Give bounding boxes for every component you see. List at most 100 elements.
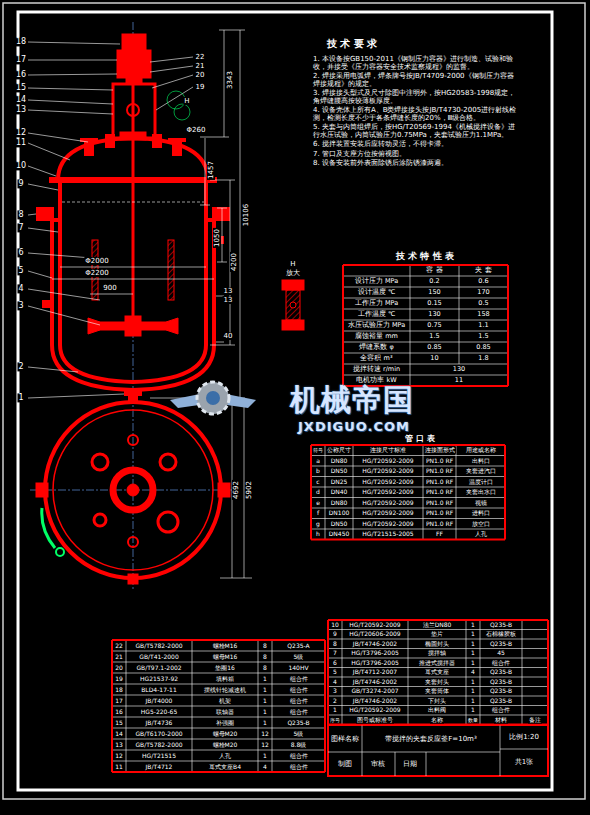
table-rule <box>408 649 409 659</box>
callout-number: 21 <box>195 62 206 70</box>
parts-list-cell: 1 <box>470 631 476 638</box>
table-rule <box>272 684 273 695</box>
table-rule <box>456 445 457 456</box>
table-rule <box>311 487 505 488</box>
dimension-lines <box>52 30 252 578</box>
table-rule <box>410 287 411 298</box>
parts-list-cell: 1 <box>332 707 338 714</box>
parts-list-cell: Q235-B <box>286 719 310 726</box>
table-rule <box>111 640 113 772</box>
parts-list-cell: 8 <box>262 664 268 671</box>
parts-list-cell: 8.8级 <box>290 741 308 748</box>
title-block-text: 共1张 <box>514 758 534 766</box>
parts-list-cell: Q235-B <box>489 669 513 676</box>
table-rule <box>327 620 329 725</box>
note: 3. 焊接接头型式及尺寸除图中注明外，按HG20583-1998规定，角焊缝腰高… <box>312 89 519 105</box>
title-block-text: 审核 <box>370 760 386 768</box>
table-cell: HG/T20592-2009 <box>361 520 414 527</box>
parts-list-cell: 5级 <box>293 730 305 737</box>
dimension: 3343 <box>226 70 234 90</box>
dimension: 40 <box>223 332 234 340</box>
table-rule <box>343 331 508 332</box>
parts-list-cell: 机架 <box>218 697 232 704</box>
table-rule <box>112 761 325 762</box>
table-rule <box>522 696 523 706</box>
table-rule <box>126 706 127 717</box>
parts-list-cell: HG5-220-65 <box>140 708 178 715</box>
table-rule <box>325 498 326 509</box>
centerlines <box>30 22 236 590</box>
table-rule <box>459 342 460 353</box>
table-cell: 158 <box>476 311 490 318</box>
table-cell: 0.85 <box>426 344 442 351</box>
parts-list-cell: Q235-B <box>489 621 513 628</box>
table-rule <box>353 519 354 530</box>
table-rule <box>126 717 127 728</box>
table-rule <box>272 750 273 761</box>
parts-list-cell: 9 <box>332 631 338 638</box>
table-cell: 焊缝系数 φ <box>358 344 394 351</box>
table-rule <box>466 696 467 706</box>
table-cell: 0.15 <box>426 300 442 307</box>
parts-list-cell: 15 <box>114 719 124 726</box>
parts-list-cell: 耳式支座 <box>424 669 450 676</box>
note: 8. 设备安装前外表面除锈后涂防锈漆两遍。 <box>312 159 519 167</box>
table-title: 管 口 表 <box>404 434 436 443</box>
parts-list-cell: GB/T41-2000 <box>138 653 180 660</box>
parts-list-cell: 21 <box>114 653 124 660</box>
parts-list-cell: 螺母M16 <box>212 653 239 660</box>
parts-list-cell: 夹套筒体 <box>424 688 450 695</box>
table-cell: HG/T20592-2009 <box>361 489 414 496</box>
table-rule <box>342 639 343 649</box>
table-rule <box>258 651 259 662</box>
table-cell: PN1.0 RF <box>425 457 454 464</box>
table-rule <box>192 728 193 739</box>
table-rule <box>343 353 508 354</box>
table-rule <box>466 706 467 716</box>
table-rule <box>258 717 259 728</box>
table-cell: 0.5 <box>477 300 489 307</box>
parts-list-cell: 名称 <box>430 716 444 723</box>
table-rule <box>342 620 343 630</box>
parts-list-cell: HG/T20592-2009 <box>348 621 401 628</box>
table-cell: 1.8 <box>477 355 489 362</box>
table-rule <box>325 508 326 519</box>
table-cell: 连接面形式 <box>424 447 456 454</box>
table-rule <box>410 298 411 309</box>
table-cell: 容 器 <box>425 267 443 274</box>
table-rule <box>192 695 193 706</box>
parts-list-cell: Q235-A <box>286 642 310 649</box>
table-cell: HG/T20592-2009 <box>361 510 414 517</box>
table-rule <box>343 276 508 277</box>
dimension: H <box>289 260 296 268</box>
table-rule <box>480 639 481 649</box>
parts-list-cell: HG/T21515 <box>141 752 177 759</box>
table-rule <box>522 649 523 659</box>
table-rule <box>466 620 467 630</box>
table-title: 技 术 特 性 表 <box>395 251 455 261</box>
table-cell: PN1.0 RF <box>425 499 454 506</box>
table-rule <box>112 695 325 696</box>
title-block-text: 制图 <box>337 760 353 768</box>
table-cell: DN80 <box>330 499 349 506</box>
parts-list-cell: 12 <box>260 730 270 737</box>
table-rule <box>258 706 259 717</box>
parts-list-cell: Q235-B <box>489 688 513 695</box>
dimension: 13 <box>223 287 234 295</box>
callout-number: 10 <box>15 161 27 170</box>
table-rule <box>456 466 457 477</box>
parts-list-cell: 出料阀 <box>427 707 447 714</box>
table-rule <box>466 639 467 649</box>
table-rule <box>423 456 424 467</box>
table-rule <box>343 298 508 299</box>
parts-list-cell: 补强圈 <box>215 719 235 726</box>
parts-list-cell: 1 <box>470 697 476 704</box>
table-rule <box>342 706 343 716</box>
table-rule <box>342 265 344 386</box>
callout-number: 8 <box>17 210 24 219</box>
table-rule <box>410 276 411 287</box>
callout-number: 7 <box>17 223 24 232</box>
table-rule <box>325 519 326 530</box>
dimension: 1457 <box>207 160 215 180</box>
dimension: Φ2200 <box>84 269 109 277</box>
